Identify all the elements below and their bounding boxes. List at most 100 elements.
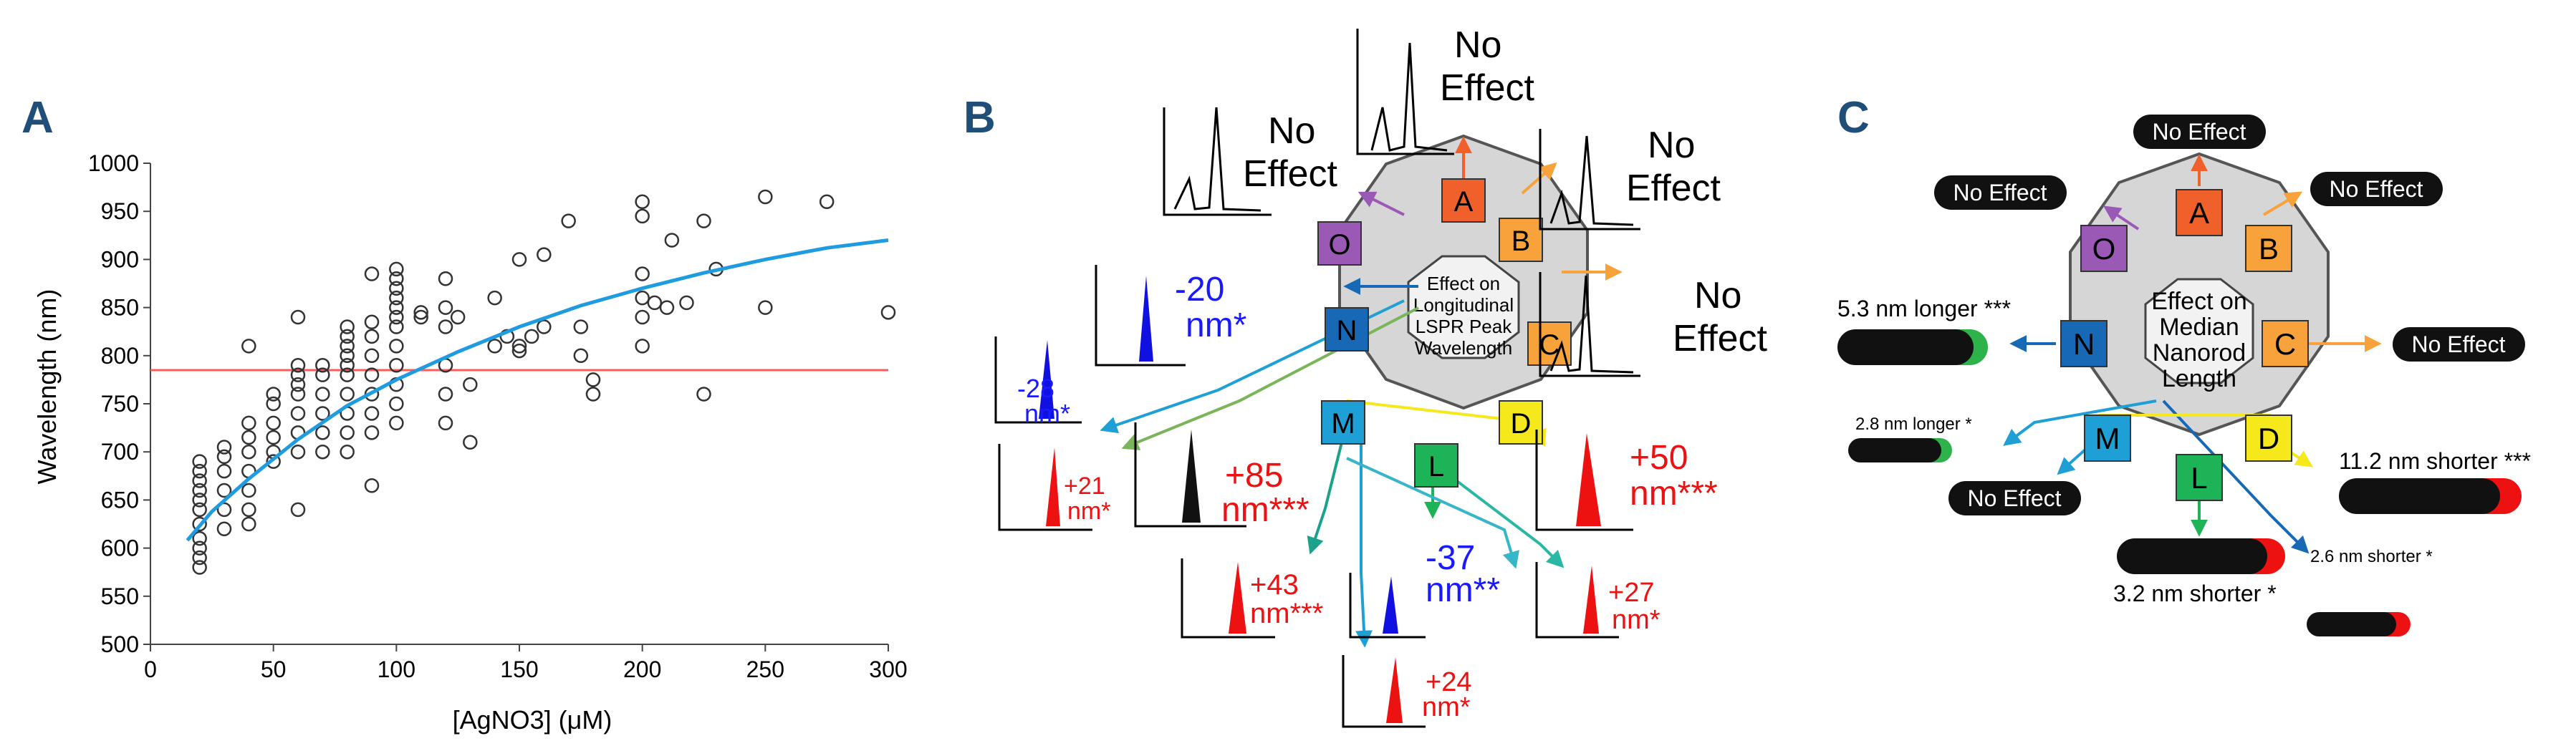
panel-a-data-point [389,357,404,373]
panel-a-y-tick-label: 850 [101,295,139,321]
panel-a-data-point [487,339,502,354]
panel-a-data-point [192,493,207,508]
panel-a-data-point [216,483,232,498]
panel-a-data-point [340,387,355,402]
svg-text:No Effect: No Effect [1953,180,2047,205]
panel-a-data-point [364,367,380,382]
panel-b-nodes: A B C D L M N O [1317,178,1572,488]
panel-a-data-point [340,367,355,382]
svg-text:LSPR Peak: LSPR Peak [1416,316,1512,337]
panel-a-data-point [290,357,306,373]
panel-a-x-tick-label: 0 [144,656,157,682]
panel-c-center-text: Effect on Median Nanorod Length [2151,288,2247,392]
panel-a-data-point [463,377,478,392]
panel-a-data-point [340,329,355,344]
panel-a-data-point [389,309,404,325]
panel-c-bar-n: 5.3 nm longer *** [1837,296,2011,365]
panel-a-data-point [241,339,256,354]
svg-text:2.8 nm longer *: 2.8 nm longer * [1855,415,1972,434]
panel-a-data-point [585,372,601,387]
panel-c-node-n: N [2060,320,2108,367]
panel-c-badge-m: No Effect [1948,481,2081,515]
panel-a-data-point [266,387,281,402]
svg-text:M: M [1331,408,1355,440]
svg-text:A: A [2189,196,2209,230]
svg-text:11.2 nm shorter ***: 11.2 nm shorter *** [2339,448,2531,474]
panel-a-data-point [340,425,355,440]
panel-c-bar-d2: 2.6 nm shorter * [2307,547,2433,636]
panel-a-data-point [389,261,404,277]
panel-b-annotation-l3-line-1: +27 [1608,578,1654,608]
svg-text:A: A [1454,186,1474,218]
panel-a-data-point [450,309,466,325]
panel-a-data-point [192,473,207,488]
panel-a-data-point [290,309,306,325]
panel-a-data-point [241,444,256,460]
panel-a-data-point [635,339,650,354]
svg-text:2.6 nm shorter *: 2.6 nm shorter * [2310,547,2433,566]
panel-b-annotation-l3-line-2: nm* [1612,605,1661,635]
svg-text:N: N [1337,315,1357,346]
panel-a-data-point [819,194,835,210]
panel-a-data-point [364,329,380,344]
panel-b-node-n: N [1325,307,1369,352]
panel-a-data-point [340,357,355,373]
panel-a-data-point [290,367,306,382]
panel-c-node-b: B [2245,225,2292,272]
panel-a-data-point [413,305,428,320]
svg-text:B: B [1512,226,1531,257]
panel-a-data-point [389,415,404,431]
panel-a-data-point [192,483,207,498]
panel-b-node-b: B [1499,218,1543,262]
panel-a-data-point [696,213,711,228]
panel-a-x-tick-label: 300 [869,656,907,682]
panel-b-center-octagon [1407,255,1520,359]
panel-b-annotation-n2-line-2: nm* [1024,399,1070,428]
panel-a-data-point [463,435,478,450]
panel-a-data-point [216,463,232,479]
panel-a-data-point [635,309,650,325]
panel-b-node-l: L [1414,443,1458,488]
panel-a-data-point [537,247,552,262]
panel-a-data-point [216,449,232,465]
panel-a-data-point [635,194,650,210]
panel-a-data-point [438,415,453,431]
panel-c-diagram: Effect on Median Nanorod Length A B C D … [1837,115,2531,636]
svg-text:C: C [2274,327,2296,361]
panel-b-annotation-l2-line-2: nm** [1426,571,1500,609]
panel-a-data-point [192,463,207,479]
panel-a-data-point [511,339,527,354]
panel-b-annotation-l2-line-1: -37 [1426,539,1475,577]
panel-a-data-point [364,314,380,330]
panel-a-data-point [389,396,404,412]
panel-b-annotation-l1-line-1: +43 [1250,569,1299,601]
panel-b-node-a: A [1441,178,1486,223]
panel-a-data-point [364,266,380,281]
panel-a-data-point [659,300,675,315]
svg-text:5.3 nm longer ***: 5.3 nm longer *** [1837,296,2011,321]
panel-a-data-point [192,454,207,469]
panel-b-annotation-m2-line-2: nm*** [1221,491,1309,529]
panel-c-bar-d: 11.2 nm shorter *** [2339,448,2531,514]
panel-a-data-point [340,319,355,334]
panel-a-data-point [647,295,663,311]
panel-b-annotation-o-line-2: Effect [1243,153,1338,195]
panel-a-data-point [413,309,428,325]
panel-c-node-o: O [2080,225,2128,272]
panel-a-data-point [315,357,330,373]
panel-a-data-point [266,430,281,445]
panel-a-data-point [635,290,650,306]
panel-a-x-tick-label: 100 [378,656,415,682]
panel-a-data-point [635,208,650,224]
panel-a-data-point [758,300,773,315]
panel-a-y-tick-label: 650 [101,487,139,513]
